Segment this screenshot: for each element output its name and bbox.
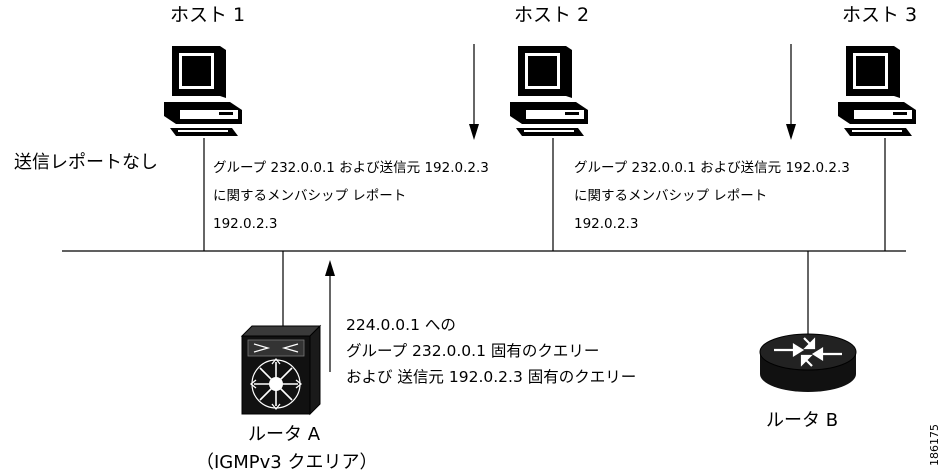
report-host-2-line-1: グループ 232.0.0.1 および送信元 192.0.2.3 — [213, 160, 489, 176]
host-2-label: ホスト 2 — [514, 4, 590, 26]
report-arrow-host-3 — [786, 44, 796, 140]
router-a-role: （IGMPv3 クエリア） — [196, 452, 378, 473]
host-1-label: ホスト 1 — [170, 4, 246, 26]
host-1-no-report-note: 送信レポートなし — [14, 152, 158, 173]
router-b-label: ルータ B — [766, 410, 839, 431]
report-host-2-line-3: 192.0.2.3 — [213, 216, 278, 232]
query-line-1: 224.0.0.1 への — [346, 316, 456, 334]
figure-id: 186175 — [928, 424, 941, 466]
report-host-3-line-2: に関するメンバシップ レポート — [574, 188, 768, 204]
query-arrow — [325, 260, 335, 372]
host-1-computer-icon — [164, 46, 242, 136]
router-a-label: ルータ A — [248, 424, 321, 445]
host-3-label: ホスト 3 — [842, 4, 918, 26]
router-a-switch-icon — [240, 324, 322, 416]
report-host-3-line-3: 192.0.2.3 — [574, 216, 639, 232]
host-3-computer-icon — [838, 46, 916, 136]
query-line-3: および 送信元 192.0.2.3 固有のクエリー — [346, 368, 637, 386]
query-line-2: グループ 232.0.0.1 固有のクエリー — [346, 342, 600, 360]
report-host-2-line-2: に関するメンバシップ レポート — [213, 188, 407, 204]
report-host-3-line-1: グループ 232.0.0.1 および送信元 192.0.2.3 — [574, 160, 850, 176]
router-b-icon — [759, 333, 857, 392]
host-2-computer-icon — [510, 46, 588, 136]
report-arrow-host-2 — [469, 44, 479, 140]
